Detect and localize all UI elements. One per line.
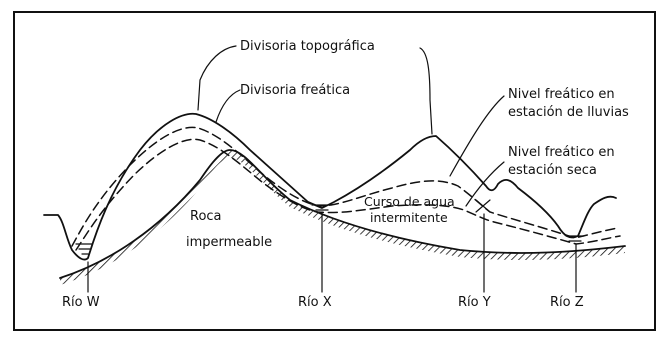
intermittent-stream-marker [476,200,490,212]
label-nivel-seca-line2: estación seca [508,163,597,178]
label-nivel-lluvias-line2: estación de lluvias [508,105,629,120]
ground-surface [44,114,616,260]
leader-nivel-lluvias [450,96,504,176]
label-divisoria-topografica: Divisoria topográfica [240,39,375,54]
label-roca-line2: impermeable [186,235,272,250]
label-divisoria-freatica: Divisoria freática [240,83,350,98]
label-roca-line1: Roca [190,209,222,224]
label-rio-w: Río W [62,295,100,310]
leader-divisoria-freatica [216,90,240,122]
label-rio-z: Río Z [550,295,584,310]
label-nivel-seca-line1: Nivel freático en [508,145,615,160]
label-curso-line2: intermitente [370,210,448,225]
label-curso-line1: Curso de agua [364,194,455,209]
label-nivel-lluvias-line1: Nivel freático en [508,87,615,102]
label-rio-x: Río X [298,295,332,310]
label-rio-y: Río Y [458,295,491,310]
